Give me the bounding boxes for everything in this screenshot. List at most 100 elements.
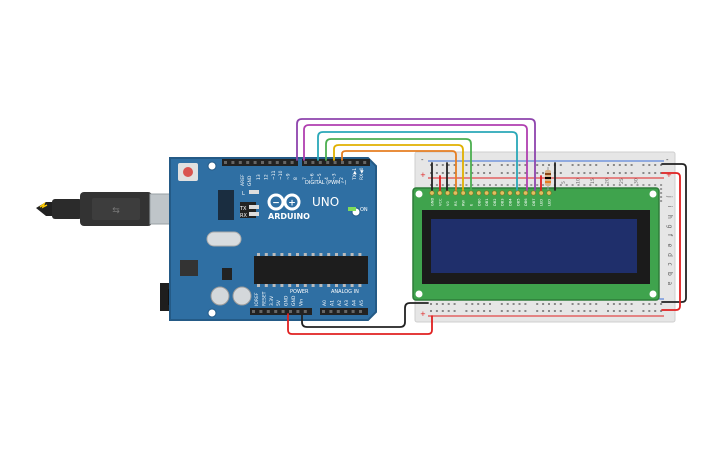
breadboard-hole[interactable] [512, 184, 515, 186]
breadboard-hole[interactable] [607, 164, 609, 166]
breadboard-hole[interactable] [435, 172, 438, 174]
breadboard-hole[interactable] [471, 172, 474, 174]
lcd-pin[interactable] [468, 190, 474, 196]
wire-gnd[interactable] [301, 302, 429, 328]
breadboard-hole[interactable] [624, 172, 627, 174]
breadboard-hole[interactable] [642, 164, 645, 166]
breadboard-hole[interactable] [648, 303, 651, 305]
breadboard-hole[interactable] [642, 184, 645, 186]
breadboard-hole[interactable] [471, 310, 474, 312]
breadboard-hole[interactable] [500, 172, 503, 174]
breadboard-hole[interactable] [435, 164, 438, 166]
breadboard-hole[interactable] [548, 310, 550, 312]
lcd-pin[interactable] [515, 190, 521, 196]
breadboard-hole[interactable] [654, 184, 657, 186]
wire-d12-rs[interactable] [296, 118, 536, 191]
lcd-pin[interactable] [546, 190, 552, 196]
breadboard-hole[interactable] [483, 164, 486, 166]
breadboard-hole[interactable] [542, 164, 545, 166]
breadboard-hole[interactable] [477, 172, 480, 174]
breadboard-hole[interactable] [465, 310, 468, 312]
header-pin[interactable] [311, 161, 315, 164]
breadboard-hole[interactable] [542, 184, 545, 186]
breadboard-hole[interactable] [512, 310, 515, 312]
breadboard-hole[interactable] [565, 184, 568, 186]
breadboard-hole[interactable] [447, 310, 450, 312]
breadboard-hole[interactable] [589, 310, 592, 312]
breadboard-hole[interactable] [601, 184, 604, 186]
header-pin[interactable] [253, 161, 257, 164]
lcd-pin[interactable] [452, 190, 458, 196]
breadboard-hole[interactable] [453, 184, 456, 186]
breadboard-hole[interactable] [518, 164, 521, 166]
breadboard-hole[interactable] [660, 310, 663, 312]
breadboard-hole[interactable] [542, 303, 545, 305]
lcd-pin[interactable] [445, 190, 451, 196]
breadboard-hole[interactable] [618, 184, 621, 186]
breadboard-hole[interactable] [465, 303, 468, 305]
breadboard-hole[interactable] [500, 310, 503, 312]
breadboard-hole[interactable] [518, 303, 521, 305]
breadboard-hole[interactable] [536, 172, 539, 174]
breadboard-hole[interactable] [577, 184, 580, 186]
breadboard-hole[interactable] [583, 310, 586, 312]
breadboard-hole[interactable] [654, 303, 657, 305]
breadboard-hole[interactable] [654, 310, 657, 312]
header-pin[interactable] [333, 161, 337, 164]
breadboard-hole[interactable] [430, 303, 432, 305]
breadboard-hole[interactable] [447, 184, 450, 186]
breadboard-hole[interactable] [506, 184, 509, 186]
breadboard-hole[interactable] [660, 303, 663, 305]
breadboard-hole[interactable] [447, 172, 450, 174]
breadboard-hole[interactable] [612, 303, 615, 305]
header-pin[interactable] [355, 161, 359, 164]
breadboard-hole[interactable] [630, 303, 633, 305]
breadboard-hole[interactable] [441, 310, 444, 312]
header-pin[interactable] [296, 310, 300, 313]
header-pin[interactable] [252, 310, 255, 313]
breadboard-hole[interactable] [624, 184, 627, 186]
breadboard-hole[interactable] [654, 172, 657, 174]
lcd-pin[interactable] [429, 190, 435, 196]
breadboard-hole[interactable] [465, 184, 468, 186]
header-pin[interactable] [283, 161, 287, 164]
breadboard-hole[interactable] [447, 164, 450, 166]
breadboard-hole[interactable] [548, 164, 550, 166]
breadboard-hole[interactable] [477, 164, 480, 166]
header-pin[interactable] [268, 161, 272, 164]
breadboard-hole[interactable] [571, 303, 574, 305]
breadboard-hole[interactable] [630, 310, 633, 312]
lcd-pin[interactable] [491, 190, 497, 196]
breadboard-hole[interactable] [660, 184, 663, 186]
lcd-pin[interactable] [499, 190, 505, 196]
breadboard-hole[interactable] [548, 303, 550, 305]
breadboard-hole[interactable] [430, 310, 432, 312]
breadboard-hole[interactable] [518, 184, 521, 186]
breadboard-hole[interactable] [553, 310, 556, 312]
breadboard-hole[interactable] [618, 164, 621, 166]
breadboard-hole[interactable] [654, 164, 657, 166]
header-pin[interactable] [348, 161, 352, 164]
breadboard-hole[interactable] [595, 303, 598, 305]
breadboard-hole[interactable] [483, 172, 486, 174]
breadboard-hole[interactable] [512, 303, 515, 305]
breadboard-hole[interactable] [607, 310, 609, 312]
breadboard-hole[interactable] [453, 303, 456, 305]
breadboard-hole[interactable] [559, 310, 562, 312]
breadboard-hole[interactable] [453, 310, 456, 312]
breadboard-hole[interactable] [489, 303, 491, 305]
breadboard-hole[interactable] [536, 310, 539, 312]
breadboard-hole[interactable] [500, 164, 503, 166]
breadboard-hole[interactable] [483, 184, 486, 186]
breadboard-hole[interactable] [524, 184, 527, 186]
breadboard-hole[interactable] [553, 303, 556, 305]
lcd-pin[interactable] [538, 190, 544, 196]
breadboard-hole[interactable] [435, 184, 438, 186]
breadboard-hole[interactable] [471, 164, 474, 166]
breadboard-hole[interactable] [447, 303, 450, 305]
header-pin[interactable] [359, 310, 362, 313]
breadboard-hole[interactable] [612, 164, 615, 166]
header-pin[interactable] [326, 161, 330, 164]
header-pin[interactable] [351, 310, 355, 313]
breadboard-hole[interactable] [536, 164, 539, 166]
